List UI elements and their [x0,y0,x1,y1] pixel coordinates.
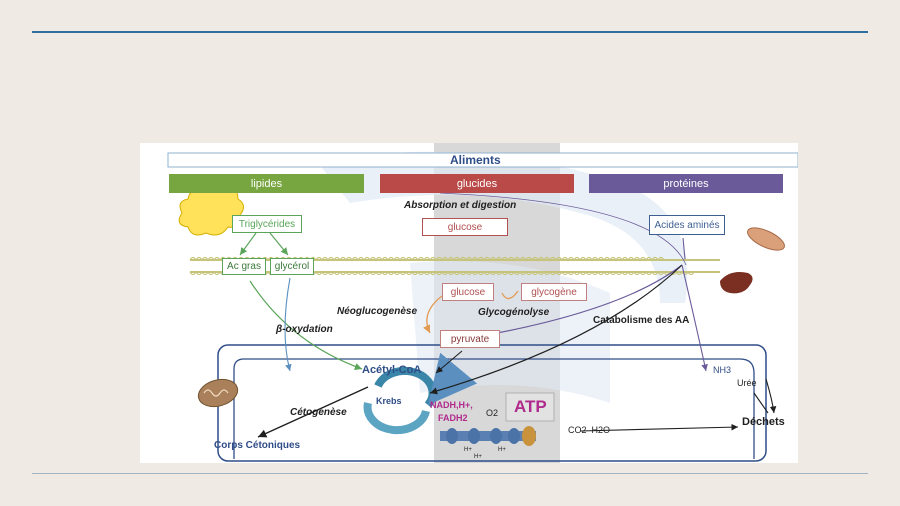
box-acides-amines: Acides aminés [649,215,725,235]
label-glycogenolyse: Glycogénolyse [478,307,550,318]
mitochondrion-icon [197,378,239,408]
label-h-plus-1: H+ [464,447,472,453]
krebs-cycle-arc-upper [374,352,478,408]
label-acetyl-coa: Acétyl-CoA [362,364,422,376]
aliments-header-box [167,152,798,168]
box-glucose-middle: glucose [442,283,494,301]
label-fadh2: FADH2 [438,413,468,423]
label-dechets: Déchets [742,416,785,428]
box-ac-gras: Ac gras [222,258,266,275]
label-cetogenese: Cétogenèse [290,407,347,418]
label-nadh: NADH,H+, [430,400,473,410]
category-lipides: lipides [169,174,364,193]
slide-bottom-rule [32,473,868,474]
muscle-icon [747,227,785,251]
box-triglycerides: Triglycérides [232,215,302,233]
title-aliments: Aliments [450,153,501,167]
label-catabolisme-aa: Catabolisme des AA [593,315,690,326]
krebs-cycle-arc-lower [363,402,430,435]
label-o2: O2 [486,408,499,418]
label-neoglucogenese: Néoglucogenèse [337,306,418,317]
metabolism-diagram: Aliments lipides glucides protéines Abso… [140,143,798,463]
atp-box [505,392,555,422]
label-absorption-digestion: Absorption et digestion [404,200,517,211]
label-atp: ATP [514,397,547,416]
mitochondrion-inner-membrane [233,358,755,459]
label-nh3: NH3 [713,365,732,375]
box-pyruvate: pyruvate [440,330,500,348]
label-h-plus-3: H+ [498,447,506,453]
label-uree: Urée [737,378,757,388]
category-glucides: glucides [380,174,574,193]
label-corps-cetoniques: Corps Cétoniques [214,440,301,451]
label-h-plus-2: H+ [474,454,482,460]
liver-icon [720,272,753,294]
label-beta-oxydation: β-oxydation [276,324,333,335]
electron-transport-chain [440,426,536,446]
box-glycerol: glycérol [270,258,314,275]
box-glycogene: glycogène [521,283,587,301]
category-proteines: protéines [589,174,783,193]
slide-top-rule [32,31,868,33]
box-glucose-top: glucose [422,218,508,236]
label-co2-h2o: CO2 H2O [568,425,611,435]
label-krebs: Krebs [376,396,402,406]
